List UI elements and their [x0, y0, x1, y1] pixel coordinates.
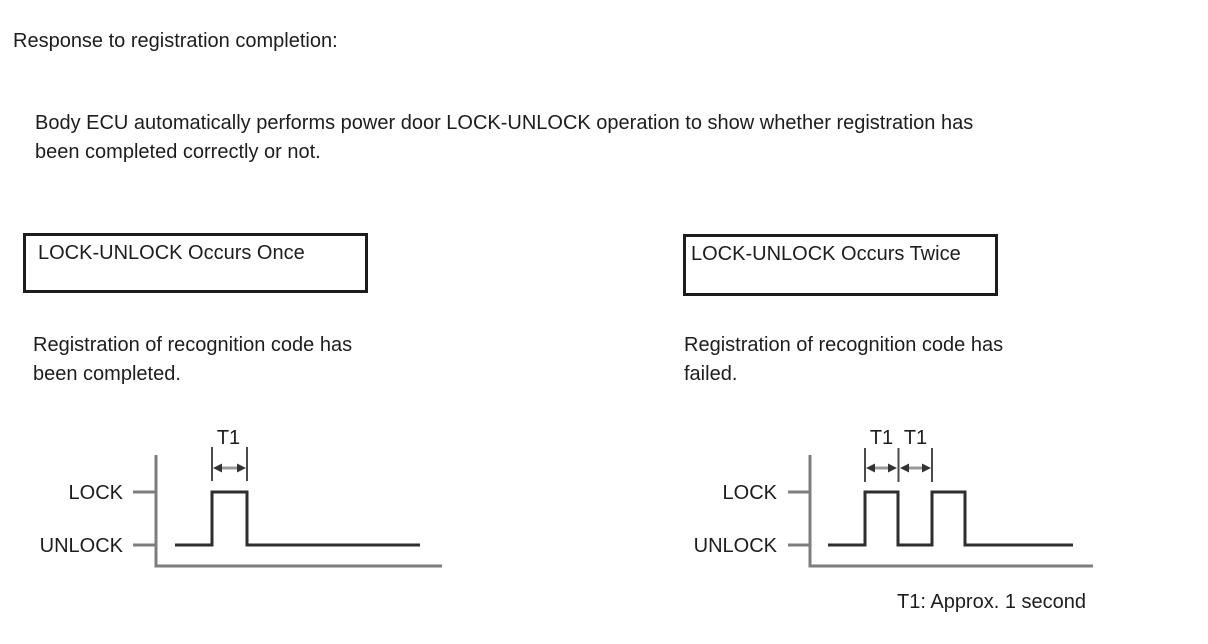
t1-label: T1: [217, 427, 240, 449]
arrowhead-1-left-icon: [866, 463, 875, 473]
result-box-twice-label: LOCK-UNLOCK Occurs Twice: [691, 243, 961, 265]
t1-footnote: T1: Approx. 1 second: [897, 591, 1087, 613]
t1-label-second: T1: [904, 427, 927, 449]
arrowhead-right-icon: [237, 463, 246, 473]
unlock-label: UNLOCK: [40, 535, 124, 557]
arrowhead-2-left-icon: [900, 463, 909, 473]
caption-completed: Registration of recognition code has bee…: [33, 334, 353, 385]
t1-measure: T1 T1: [864, 427, 933, 482]
result-box-once: LOCK-UNLOCK Occurs Once: [23, 233, 368, 293]
lock-label: LOCK: [69, 482, 124, 504]
timing-diagram-twice: T1 T1 LOCK UNLOCK: [694, 427, 1093, 568]
t1-label-first: T1: [870, 427, 893, 449]
t1-measure: T1: [211, 427, 248, 481]
axes: [788, 455, 1093, 568]
caption-failed: Registration of recognition code has fai…: [684, 334, 1004, 385]
description-text: Body ECU automatically performs power do…: [35, 112, 974, 163]
arrowhead-left-icon: [213, 463, 222, 473]
axes: [133, 455, 442, 568]
arrowhead-2-right-icon: [922, 463, 931, 473]
page-title: Response to registration completion:: [13, 30, 338, 52]
arrowhead-1-right-icon: [888, 463, 897, 473]
unlock-label: UNLOCK: [694, 535, 778, 557]
lock-unlock-waveform: [175, 490, 420, 547]
result-box-once-label: LOCK-UNLOCK Occurs Once: [38, 242, 305, 264]
lock-unlock-waveform: [828, 490, 1073, 547]
timing-diagram-once: T1 LOCK UNLOCK: [40, 427, 442, 568]
result-box-twice: LOCK-UNLOCK Occurs Twice: [683, 234, 998, 296]
lock-label: LOCK: [723, 482, 778, 504]
